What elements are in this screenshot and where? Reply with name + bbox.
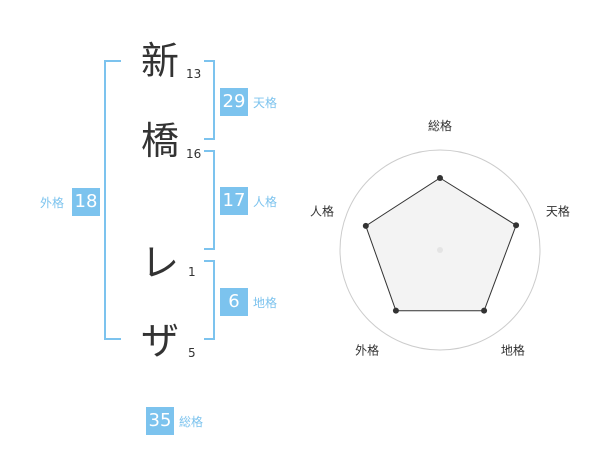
radar-axis-label: 人格 [310,204,334,219]
soukaku-value: 35 [146,407,174,435]
tenkaku-bracket [204,60,215,140]
jinkaku-bracket [204,150,215,250]
radar-point [362,222,369,229]
chikaku-bracket [204,260,215,340]
stroke-count-2: 16 [186,147,202,161]
gaikaku-value: 18 [72,188,100,216]
stroke-count-3: 1 [188,265,196,279]
radar-axis-label: 天格 [546,204,570,219]
radar-point [437,175,443,181]
stroke-count-1: 13 [186,67,202,81]
jinkaku-label: 人格 [253,195,278,209]
name-char-1: 新 [140,39,179,83]
radar-shape [365,177,517,312]
chikaku-label: 地格 [253,296,278,310]
radar-axis-label: 外格 [355,342,379,357]
radar-point [392,307,399,314]
radar-point [481,307,488,314]
radar-axis-label: 総格 [428,118,452,133]
name-char-4: ザ [140,319,179,363]
gaikaku-label: 外格 [40,196,65,210]
tenkaku-label: 天格 [253,96,278,110]
name-char-2: 橋 [140,119,179,163]
name-char-3: レ [140,241,179,285]
stroke-count-4: 5 [188,346,196,360]
soukaku-label: 総格 [179,415,204,429]
jinkaku-value: 17 [220,187,248,215]
radar-point [513,222,520,229]
tenkaku-value: 29 [220,88,248,116]
radar-dots [362,175,520,314]
gaikaku-bracket [104,60,121,340]
chikaku-value: 6 [220,288,248,316]
radar-axis-label: 地格 [501,342,525,357]
